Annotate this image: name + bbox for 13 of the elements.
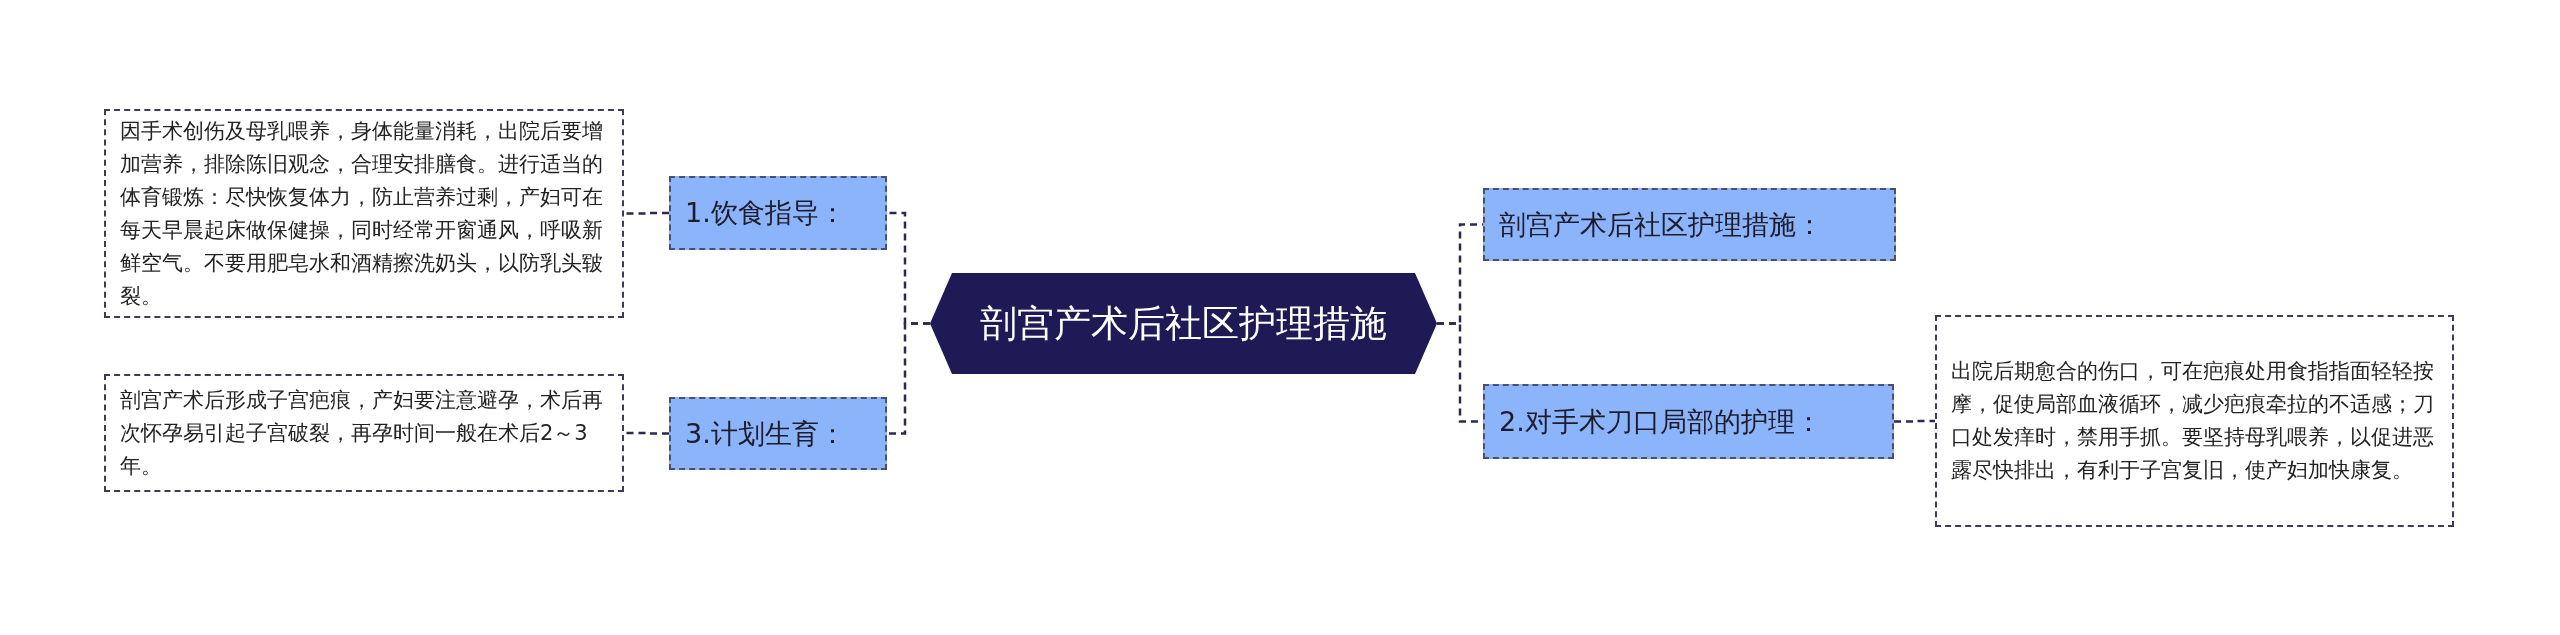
connector-line xyxy=(624,431,669,435)
topic-title: 剖宫产术后社区护理措施 xyxy=(980,300,1387,347)
topic-box: 剖宫产术后社区护理措施： xyxy=(1483,188,1896,261)
topic-box: 1.饮食指导： xyxy=(669,176,887,250)
central-topic-hexagon xyxy=(930,273,1437,374)
topic-box: 2.对手术刀口局部的护理： xyxy=(1483,384,1894,459)
connector-line xyxy=(887,322,930,435)
connector-line xyxy=(1894,419,1935,423)
note-box: 剖宫产术后形成子宫疤痕，产妇要注意避孕，术后再次怀孕易引起子宫破裂，再孕时间一般在术后2～3年。 xyxy=(104,374,624,492)
note-box: 出院后期愈合的伤口，可在疤痕处用食指指面轻轻按摩，促使局部血液循环，减少疤痕牵拉的不适感；刀口处发痒时，禁用手抓。要坚持母乳喂养，以促进恶露尽快排出，有利于子宫复旧，使产妇加快康复。 xyxy=(1935,315,2454,527)
note-box: 因手术创伤及母乳喂养，身体能量消耗，出院后要增加营养，排除陈旧观念，合理安排膳食。进行适当的体育锻炼：尽快恢复体力，防止营养过剩，产妇可在每天早晨起床做保健操，同时经常开窗通风，呼吸新鲜空气。不要用肥皂水和酒精擦洗奶头，以防乳头皲裂。 xyxy=(104,109,624,318)
topic-box: 3.计划生育： xyxy=(669,397,887,470)
connector-line xyxy=(624,211,669,215)
